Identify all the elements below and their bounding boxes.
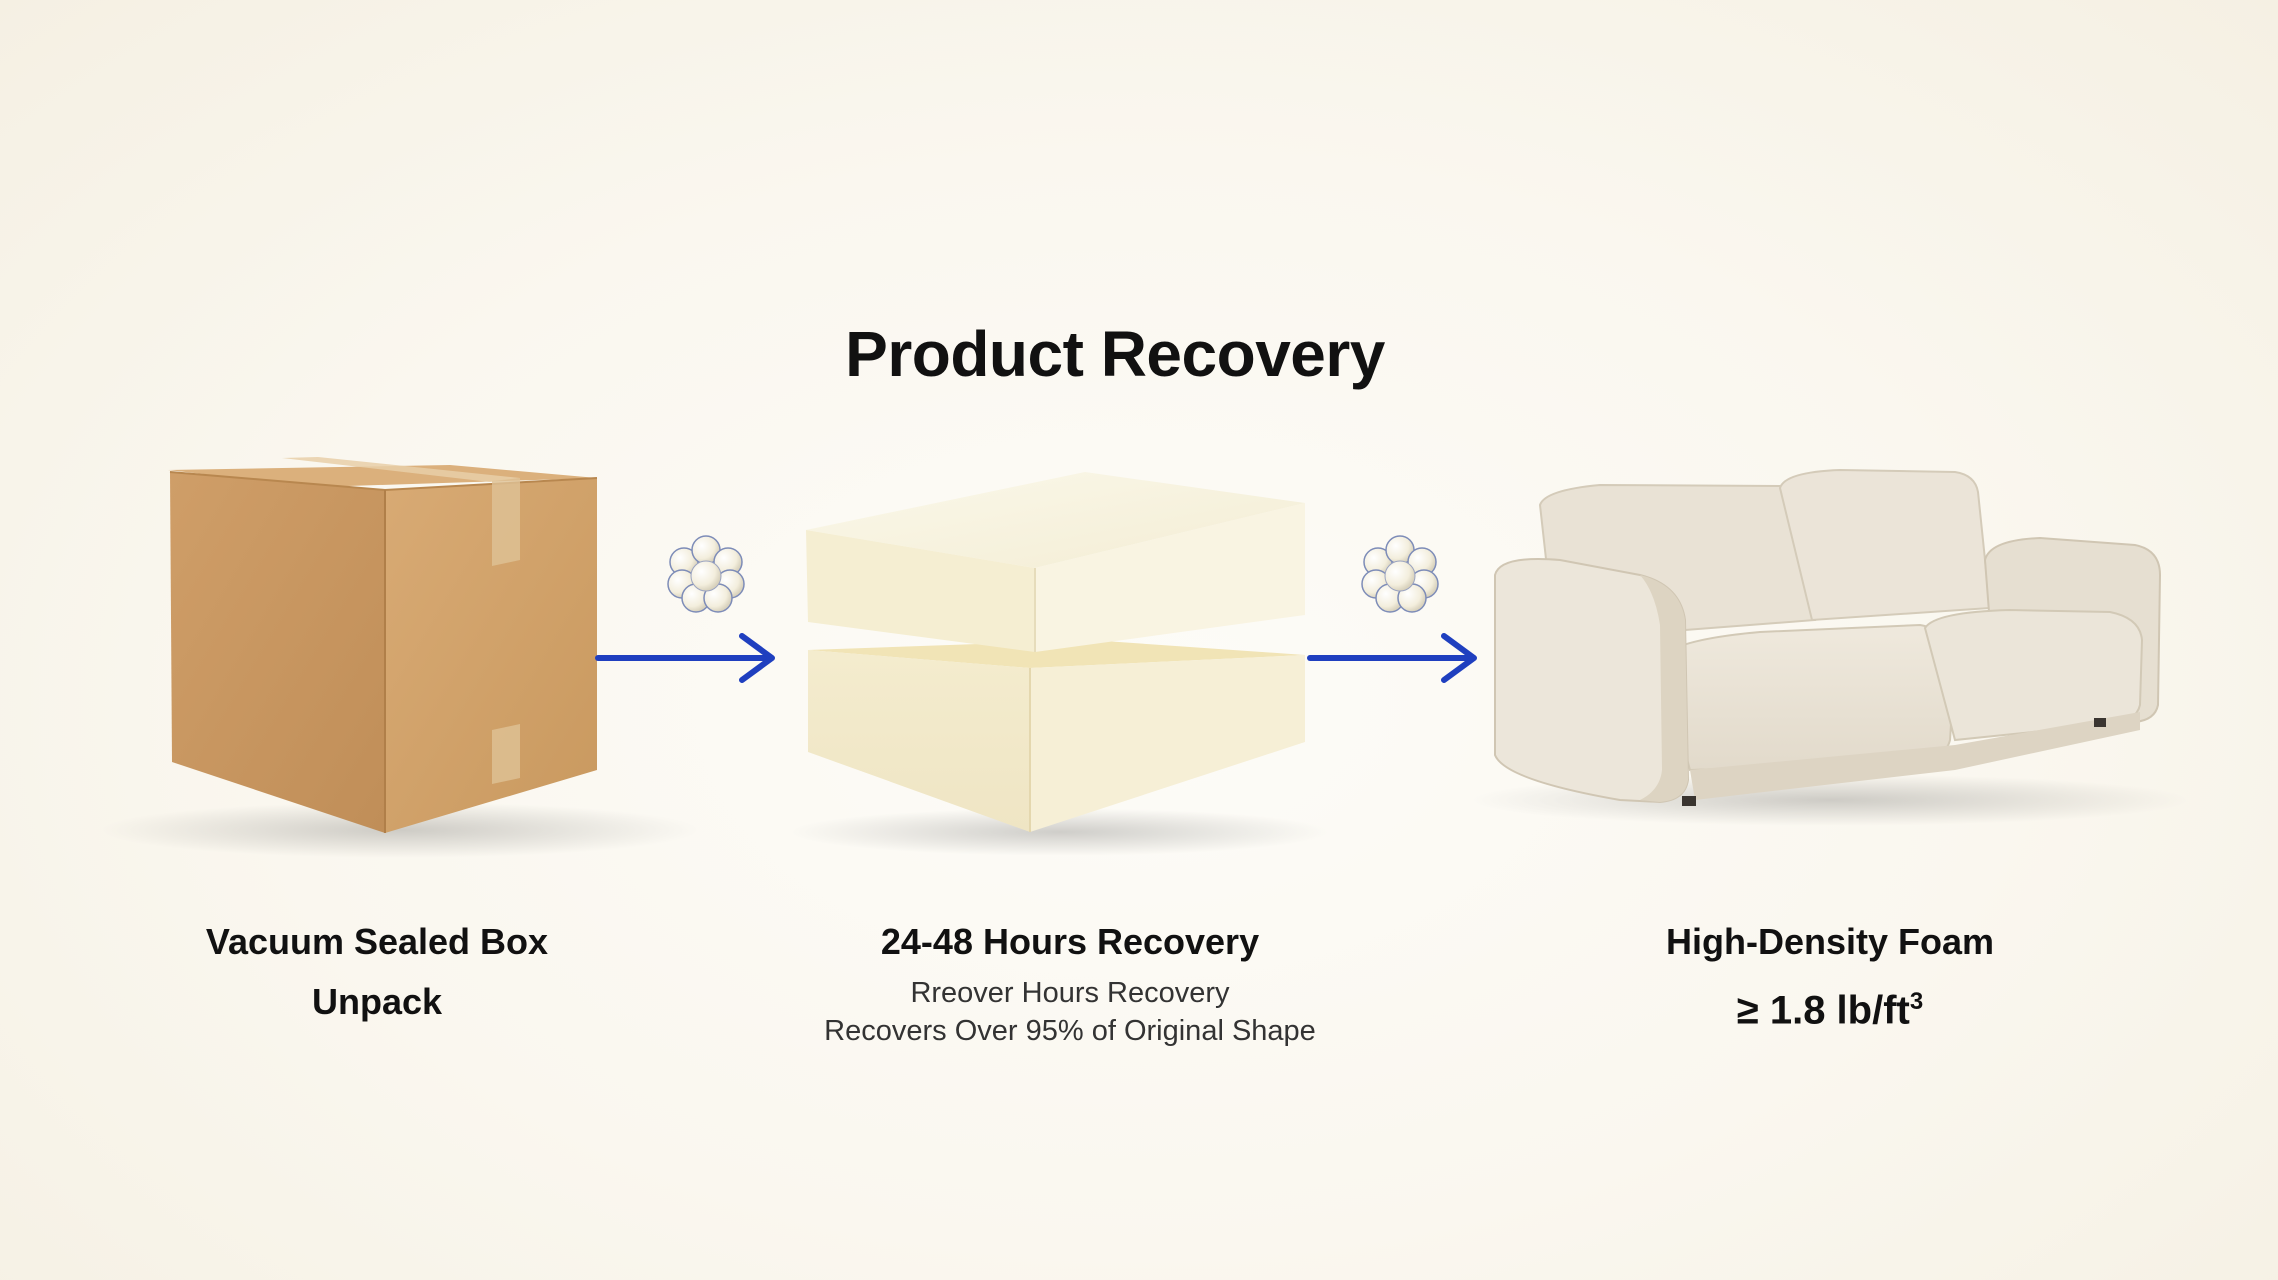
stage-detail: Rreover Hours Recovery — [910, 977, 1230, 1009]
stage-sublabel: Unpack — [311, 981, 443, 1022]
arrow-right-icon — [595, 633, 775, 683]
cardboard-box-icon — [100, 457, 700, 858]
foam-cluster-icon — [667, 535, 745, 613]
stage-label: Vacuum Sealed Box — [205, 921, 549, 962]
stage-detail: Recovers Over 95% of Original Shape — [824, 1015, 1316, 1047]
density-value: ≥ 1.8 lb/ft — [1736, 988, 1910, 1033]
stage-caption-box: Vacuum Sealed Box Unpack — [77, 912, 677, 1032]
stage-caption-foam: 24-48 Hours Recovery Rreover Hours Recov… — [770, 912, 1370, 1048]
foam-cluster-icon — [1361, 535, 1439, 613]
stage-caption-sofa: High-Density Foam ≥ 1.8 lb/ft3 — [1530, 912, 2130, 1040]
density-exponent: 3 — [1909, 988, 1924, 1015]
foam-blocks-icon — [790, 472, 1330, 856]
page-title: Product Recovery — [845, 317, 1385, 390]
arrow-right-icon — [1307, 633, 1477, 683]
stage-label: High-Density Foam — [1665, 921, 1995, 962]
sofa-icon — [1470, 468, 2190, 826]
stage-label: 24-48 Hours Recovery — [880, 921, 1260, 962]
density-spec: ≥ 1.8 lb/ft3 — [1530, 972, 2130, 1040]
